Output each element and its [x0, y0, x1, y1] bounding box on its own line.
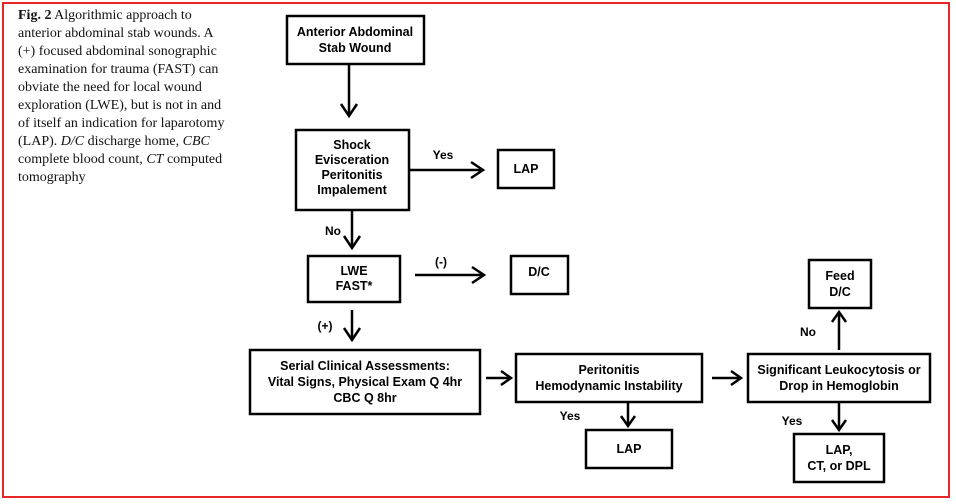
figure-caption: Fig. 2 Algorithmic approach to anterior … — [18, 7, 232, 187]
caption-text-3: complete blood count, — [18, 152, 147, 167]
edge-lwe-serial-arrowhead — [342, 327, 362, 343]
node-serial-box — [248, 348, 482, 416]
node-start-box — [285, 14, 426, 66]
node-dc1-box — [509, 254, 570, 296]
node-lap2-box — [584, 428, 674, 470]
node-leuko-box — [746, 352, 932, 404]
node-periton-box — [514, 352, 704, 404]
edge-lwe-dc1-arrowhead — [471, 265, 487, 285]
node-lap1-box — [496, 148, 556, 190]
label-shock-yes: Yes — [433, 148, 454, 162]
edge-serial-periton-arrowhead — [500, 369, 514, 387]
edge-start-shock-arrowhead — [339, 103, 359, 119]
edge-shock-lwe-arrowhead — [342, 235, 362, 251]
label-lwe-negative: (-) — [435, 255, 447, 269]
caption-text-1: Algorithmic approach to anterior abdomin… — [18, 8, 225, 149]
node-lap3-box — [792, 432, 886, 484]
edge-periton-lap2-arrowhead — [619, 415, 637, 429]
node-lap1-text: LAP — [514, 162, 539, 176]
node-serial-text: Serial Clinical Assessments:Vital Signs,… — [268, 359, 462, 405]
label-leuko-yes: Yes — [782, 414, 803, 428]
label-leuko-no: No — [800, 325, 816, 339]
label-periton-yes: Yes — [560, 409, 581, 423]
caption-text-4: computed tomography — [18, 152, 223, 185]
node-feed-box — [807, 258, 873, 310]
edge-leuko-feed-arrowhead — [830, 309, 848, 323]
caption-text-2: discharge home, — [84, 134, 183, 149]
label-shock-no: No — [325, 224, 341, 238]
edge-shock-lap1-arrowhead — [470, 160, 486, 180]
figure-frame — [2, 2, 950, 498]
node-dc1-text: D/C — [528, 265, 550, 279]
caption-abbr-cbc: CBC — [182, 134, 210, 149]
caption-abbr-ct: CT — [146, 152, 164, 167]
edge-periton-leuko-arrowhead — [730, 369, 744, 387]
node-shock-box — [294, 128, 411, 212]
figure-label: Fig. 2 — [18, 8, 52, 23]
label-lwe-positive: (+) — [318, 319, 333, 333]
node-lwe-box — [306, 254, 402, 304]
caption-abbr-dc: D/C — [60, 134, 85, 149]
node-lap3-text: LAP,CT, or DPL — [807, 443, 871, 473]
edge-leuko-lap3-arrowhead — [830, 419, 848, 433]
node-lap2-text: LAP — [617, 442, 642, 456]
